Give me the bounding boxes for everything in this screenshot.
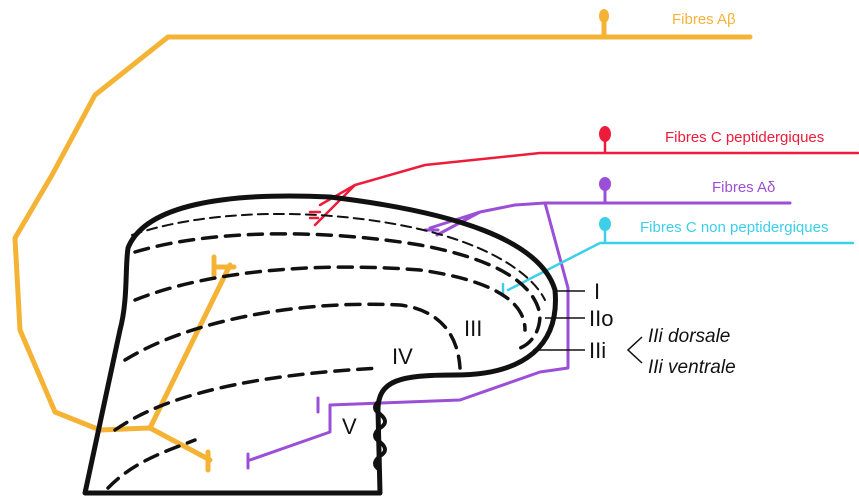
abeta-soma [599,9,609,23]
lamina-iio-label: IIo [589,306,613,331]
iii-dorsal-label: IIi dorsale [648,326,730,347]
adelta-label: Fibres Aδ [712,179,775,196]
lamina-iv-label: IV [392,344,413,369]
c-peptidergic-soma [599,126,611,142]
abeta-label: Fibres Aβ [672,11,736,28]
c-peptidergic-label: Fibres C peptidergiques [665,129,824,146]
adelta-soma [599,177,611,191]
c-peptidergic-fiber [308,136,859,227]
abeta-fiber [12,15,753,473]
iii-ventral-label: IIi ventrale [648,357,736,378]
lamina-v-wavy-boundary [373,398,387,472]
lamina-v-label: V [342,414,357,439]
lamina-boundaries [106,212,546,490]
c-non-peptidergic-soma [599,217,611,231]
lamina-iii-inner-label: IIi [589,338,606,363]
lamina-iii-label: III [464,316,482,341]
lamina-i-label: I [594,279,600,304]
lamina-pointers [533,290,643,364]
c-non-peptidergic-label: Fibres C non peptidergiques [640,219,828,236]
dorsal-horn-outline [82,193,558,496]
